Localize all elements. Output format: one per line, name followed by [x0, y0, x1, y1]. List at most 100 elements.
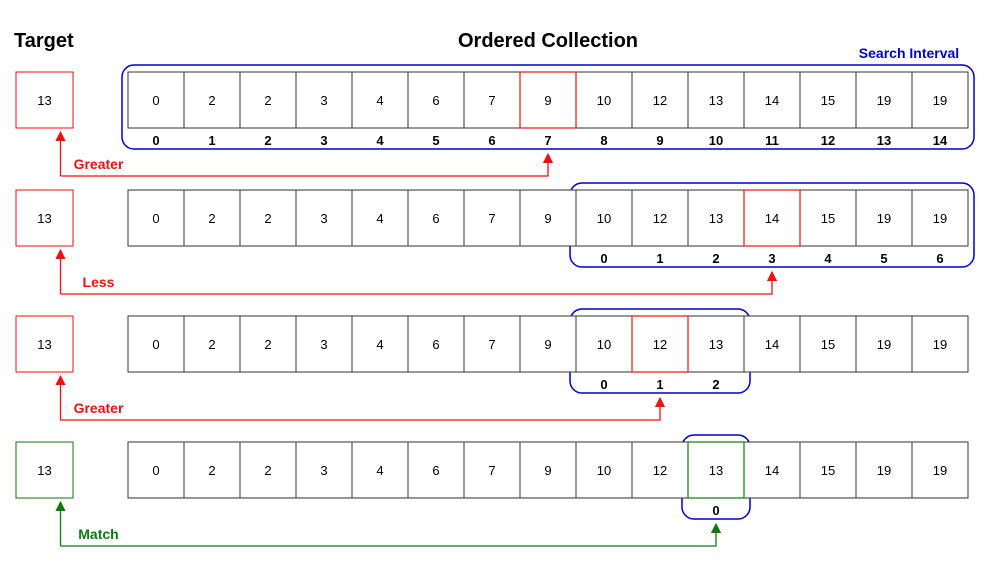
collection-cell: [631, 71, 689, 129]
cell-value: 10: [597, 337, 611, 352]
cell-value: 15: [821, 337, 835, 352]
collection-cell: [687, 315, 745, 373]
comparison-result-label: Greater: [74, 400, 124, 416]
cell-value: 2: [208, 337, 215, 352]
collection-cell: [295, 71, 353, 129]
cell-value: 10: [597, 463, 611, 478]
collection-cell: [799, 441, 857, 499]
collection-cell: [463, 71, 521, 129]
interval-index: 5: [432, 133, 439, 148]
result-arrow-to-interval: [60, 270, 778, 295]
cell-value: 6: [432, 463, 439, 478]
collection-cell: [239, 71, 297, 129]
search-interval-box: [121, 64, 975, 150]
interval-index: 0: [152, 133, 159, 148]
collection-cell: [687, 189, 745, 247]
cell-value: 7: [488, 337, 495, 352]
interval-index: 2: [712, 251, 719, 266]
cell-value: 9: [544, 463, 551, 478]
collection-cell: [575, 441, 633, 499]
cell-value: 3: [320, 93, 327, 108]
result-arrow-to-interval: [60, 522, 722, 547]
cell-value: 12: [653, 463, 667, 478]
collection-cell: [631, 189, 689, 247]
compared-cell: [631, 315, 689, 373]
collection-cell: [911, 189, 969, 247]
collection-cell: [575, 189, 633, 247]
collection-cell: [183, 315, 241, 373]
cell-value: 13: [709, 211, 723, 226]
comparison-result-label: Match: [78, 526, 118, 542]
collection-cell: [239, 189, 297, 247]
interval-index: 6: [488, 133, 495, 148]
cell-value: 3: [320, 463, 327, 478]
compared-cell: [687, 441, 745, 499]
compared-cell: [743, 189, 801, 247]
cell-value: 19: [933, 463, 947, 478]
cell-value: 14: [765, 93, 779, 108]
interval-index: 9: [656, 133, 663, 148]
collection-cell: [239, 441, 297, 499]
cell-value: 2: [264, 211, 271, 226]
cell-value: 3: [320, 337, 327, 352]
target-heading: Target: [14, 30, 74, 52]
comparison-result-label: Less: [83, 274, 115, 290]
collection-cell: [407, 71, 465, 129]
cell-value: 19: [933, 211, 947, 226]
interval-index: 1: [656, 251, 663, 266]
interval-index: 3: [320, 133, 327, 148]
collection-cell: [127, 71, 185, 129]
compared-cell: [519, 71, 577, 129]
cell-value: 2: [208, 463, 215, 478]
interval-index: 6: [936, 251, 943, 266]
cell-value: 6: [432, 337, 439, 352]
cell-value: 6: [432, 211, 439, 226]
interval-index: 14: [933, 133, 948, 148]
collection-cell: [687, 71, 745, 129]
cell-value: 4: [376, 463, 383, 478]
collection-cell: [183, 189, 241, 247]
collection-cell: [799, 189, 857, 247]
cell-value: 7: [488, 211, 495, 226]
comparison-result-label: Greater: [74, 156, 124, 172]
interval-index: 0: [600, 377, 607, 392]
collection-cell: [351, 315, 409, 373]
search-step-1: 1302234679101213141519199012345678910111…: [15, 64, 975, 177]
target-value: 13: [37, 337, 51, 352]
cell-value: 19: [877, 93, 891, 108]
interval-index: 4: [824, 251, 832, 266]
collection-cell: [911, 315, 969, 373]
cell-value: 13: [709, 93, 723, 108]
compared-value: 12: [653, 337, 667, 352]
collection-cell: [855, 441, 913, 499]
collection-cell: [519, 315, 577, 373]
interval-index: 2: [712, 377, 719, 392]
target-box: [15, 71, 74, 129]
collection-cell: [295, 189, 353, 247]
collection-cell: [295, 315, 353, 373]
cell-value: 9: [544, 211, 551, 226]
interval-index: 1: [656, 377, 663, 392]
cell-value: 14: [765, 337, 779, 352]
collection-cell: [519, 441, 577, 499]
interval-index: 5: [880, 251, 887, 266]
steps-layer: 1302234679101213141519199012345678910111…: [15, 64, 975, 547]
cell-value: 7: [488, 93, 495, 108]
cell-value: 15: [821, 211, 835, 226]
compared-value: 13: [709, 463, 723, 478]
cell-value: 0: [152, 337, 159, 352]
cell-value: 0: [152, 211, 159, 226]
compared-value: 14: [765, 211, 779, 226]
search-step-3: 13022346791012131415191912012Greater: [15, 308, 969, 421]
target-box: [15, 189, 74, 247]
cell-value: 14: [765, 463, 779, 478]
cell-value: 10: [597, 211, 611, 226]
interval-index: 8: [600, 133, 607, 148]
collection-cell: [183, 441, 241, 499]
collection-cell: [351, 71, 409, 129]
cell-value: 6: [432, 93, 439, 108]
result-arrow-to-interval: [60, 396, 666, 421]
cell-value: 0: [152, 93, 159, 108]
cell-value: 9: [544, 337, 551, 352]
interval-index: 7: [544, 133, 551, 148]
